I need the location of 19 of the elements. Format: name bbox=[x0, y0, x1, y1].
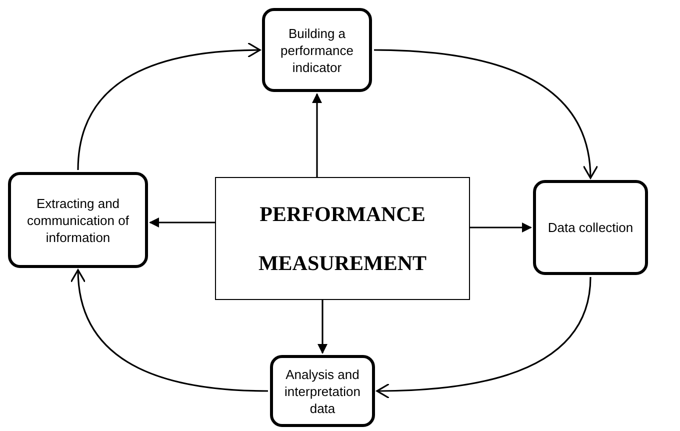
process-box bbox=[262, 8, 372, 92]
arrow bbox=[312, 93, 322, 177]
curved-arrow bbox=[376, 276, 592, 399]
curved-arrow bbox=[374, 49, 598, 179]
curved-arrow bbox=[71, 269, 268, 392]
box-label: Extracting and communication of information bbox=[26, 194, 130, 246]
box-label: Data collection bbox=[548, 219, 634, 236]
central-box bbox=[215, 177, 470, 300]
arrow bbox=[470, 222, 532, 232]
arrow bbox=[318, 300, 328, 354]
process-box bbox=[533, 180, 648, 275]
box-label: Building a performance indicator bbox=[280, 24, 354, 76]
title-text: MEASUREMENT bbox=[258, 252, 426, 274]
process-box bbox=[270, 355, 375, 427]
box-label: Analysis and interpretation data bbox=[284, 366, 362, 416]
process-box bbox=[8, 172, 148, 268]
arrow bbox=[149, 218, 215, 228]
curved-arrow bbox=[77, 42, 261, 170]
title-text: PERFORMANCE bbox=[260, 204, 426, 224]
